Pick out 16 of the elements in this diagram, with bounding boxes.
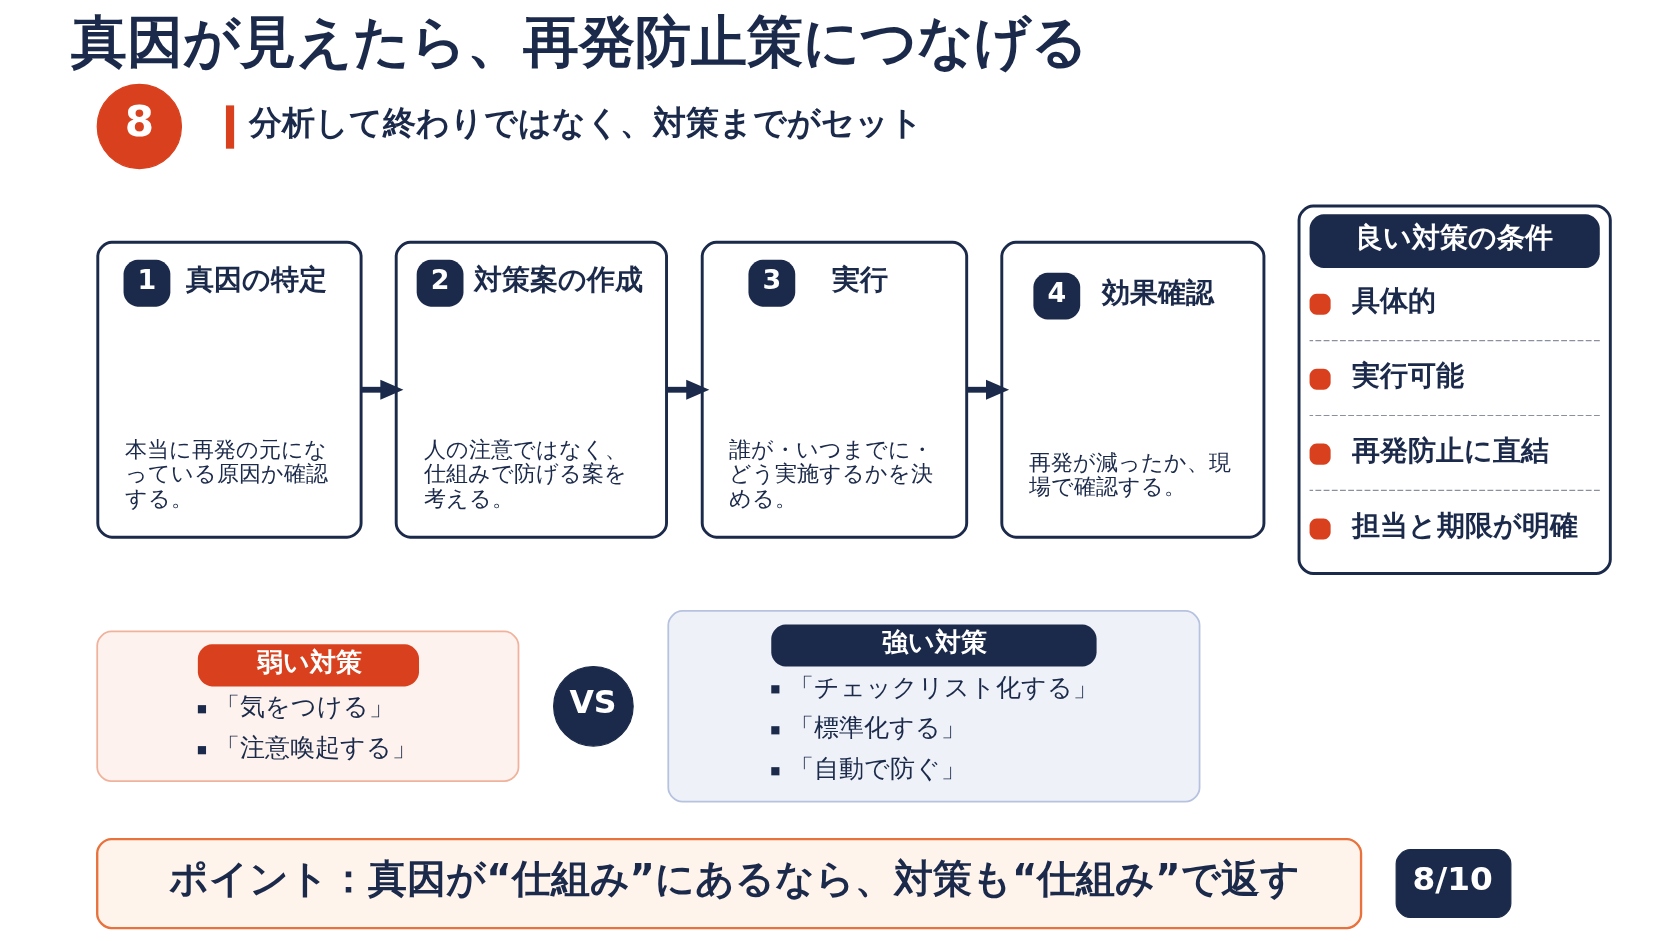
node-box: 1 真因の特定 本当に再発の元になっている原因か確認する。: [96, 240, 363, 539]
arrow: [966, 379, 1010, 400]
node-box: 弱い対策 「気をつける」 「注意喚起する」: [96, 630, 520, 783]
node-box: 8/10: [1395, 849, 1512, 919]
node-box: 2 対策案の作成 人の注意ではなく、仕組みで防げる案を考える。: [394, 240, 668, 539]
node-circle: VS: [553, 665, 634, 747]
node-box: 3 実行 誰が・いつまでに・どう実施するかを決める。: [700, 240, 969, 539]
node-box: 強い対策 「チェックリスト化する」 「標準化する」 「自動で防ぐ」: [667, 610, 1201, 803]
arrow: [666, 379, 710, 400]
node-box: ポイント：真因が“仕組み”にあるなら、対策も“仕組み”で返す: [96, 837, 1363, 930]
arrow: [361, 379, 404, 400]
node-box: 良い対策の条件 具体的 実行可能 再発防止に直結 担当と期限が明確: [1297, 204, 1612, 575]
node-box: 4 効果確認 再発が減ったか、現場で確認する。: [1000, 240, 1266, 539]
diagram-title: 真因が見えたら、再発防止策につなげる: [71, 9, 1089, 75]
label: 分析して終わりではなく、対策までがセット: [249, 103, 924, 142]
node-circle: 8: [96, 83, 183, 170]
